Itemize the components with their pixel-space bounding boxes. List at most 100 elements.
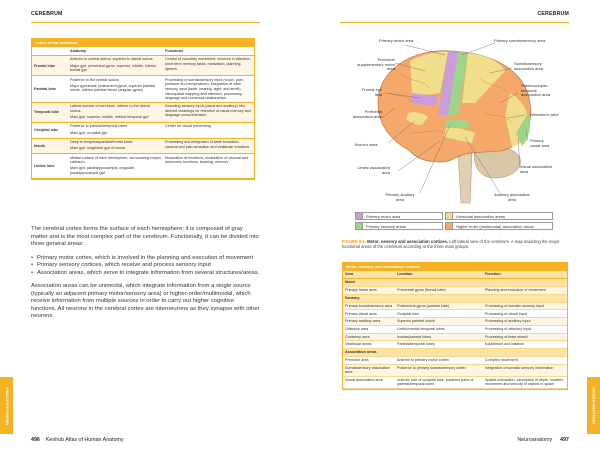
label-somatosensory-association: Somatosensory association area: [514, 61, 544, 71]
area-cell: Visual association area: [343, 376, 395, 389]
cortices-col-header: Function: [483, 270, 567, 280]
sulci-lines: [389, 72, 513, 134]
primary-auditory-region: [445, 119, 470, 129]
legend-swatch: [355, 212, 363, 220]
area-cell: Primary auditory area: [343, 317, 395, 326]
premotor-area-region: [410, 51, 448, 95]
cortices-col-header: Location: [395, 270, 483, 280]
brocas-area-region: [406, 112, 428, 125]
area-cell: Gustatory area: [343, 333, 395, 342]
function-cell: Integration of somatic sensory informati…: [483, 364, 567, 377]
auditory-association-region: [444, 127, 475, 143]
location-cell: Insular/parietal lobes: [395, 333, 483, 342]
table-section-row: Sensory: [343, 294, 567, 303]
side-tab-right: NEUROANATOMY: [587, 377, 600, 434]
lobe-name: Insula: [32, 138, 68, 155]
legend-item: Unimodal association areas: [445, 212, 553, 220]
figure-title: Motor, sensory and association cortices.: [367, 239, 449, 244]
anatomy-line: Deep to temporal/parietal/frontal lobes: [70, 140, 133, 145]
frontal-eye-field-region: [412, 93, 438, 105]
list-item: Association areas, which serve to integr…: [31, 270, 260, 278]
function-cell: Processing of olfactory input: [483, 325, 567, 334]
lobe-name: Parietal lobe: [32, 75, 68, 103]
page-number-right: 497: [560, 437, 569, 443]
location-cell: Posterior to primary somatosensory corte…: [395, 364, 483, 377]
page-number-left: 496: [31, 437, 40, 443]
legend-swatch: [445, 222, 453, 230]
area-cell: Olfactory area: [343, 325, 395, 334]
lobe-anatomy: Lateral surface of cerebrum, inferior to…: [68, 102, 163, 124]
area-cell: Premotor area: [343, 356, 395, 365]
label-frontal-eye-field: Frontal eye field: [361, 87, 382, 97]
label-limbic: Limbic association area: [357, 165, 390, 175]
function-cell: Processing of auditory input: [483, 317, 567, 326]
section-heading: Motor: [343, 278, 567, 288]
anatomy-line: Main gyri: parahipppocampal, cingulate, …: [70, 166, 136, 176]
area-cell: Somatosensory association area: [343, 364, 395, 377]
brainstem: [457, 152, 473, 204]
body-paragraph: Association areas can be unimodal, which…: [31, 283, 260, 319]
location-cell: Occipital lobe: [395, 309, 483, 319]
label-visual-association: Visual association area: [520, 164, 552, 174]
function-cell: Complex movement: [483, 356, 567, 365]
lobes-col-header: Functions: [163, 47, 254, 57]
primary-visual-region: [516, 113, 530, 146]
lobe-functions: Decoding sensory input (visual and audit…: [163, 102, 254, 124]
side-tab-label: NEUROANATOMY: [4, 386, 9, 425]
body-paragraph: The cerebral cortex forms the surface of…: [31, 226, 259, 247]
primary-somatosensory-region: [448, 52, 468, 115]
function-cell: Equilibrium and balance: [483, 340, 567, 349]
label-auditory-association: Auditory association area: [494, 192, 530, 202]
label-primary-motor: Primary motor area: [379, 38, 414, 43]
anatomy-line: Posterior to parietal/temporal lobes: [70, 124, 128, 129]
label-brocas-area: Broca's area: [355, 142, 378, 147]
header-rule-right: [340, 22, 569, 23]
header-rule-left: [31, 22, 260, 23]
somatosensory-association-region: [462, 53, 505, 103]
label-wernickes-area: Wernicke's area: [530, 112, 559, 117]
legend-label: Higher order (multimodal) association ar…: [453, 222, 553, 230]
body-text: The cerebral cortex forms the surface of…: [31, 226, 260, 327]
function-cell: Spatial orientation, perception of depth…: [483, 376, 567, 389]
location-cell: Precentral gyrus (frontal lobe): [395, 286, 483, 295]
legend-item: Primary sensory areas: [355, 222, 443, 230]
function-cell: Planning and execution of movement: [483, 286, 567, 295]
side-tab-left: NEUROANATOMY: [0, 377, 13, 434]
lobe-name: Limbic lobe: [32, 153, 68, 180]
list-item: Primary sensory cortices, which receive …: [31, 262, 260, 270]
cortices-col-header: Area: [343, 270, 395, 280]
location-cell: Postcentral gyrus (parietal lobe): [395, 302, 483, 311]
legend-label: Unimodal association areas: [453, 212, 553, 220]
section-heading: Association areas: [343, 348, 567, 357]
anatomy-line: Posterior to the central sulcus: [70, 77, 119, 82]
anatomy-line: Lateral surface of cerebrum, inferior to…: [70, 104, 150, 113]
figure-number: FIGURE 9.5.: [342, 239, 366, 244]
anatomy-line: Medial surface of each hemisphere, surro…: [70, 155, 162, 165]
lobes-table-title: Lobes of the cerebrum: [32, 39, 254, 48]
figure-caption-text: Left lateral view of the cerebrum. A map…: [342, 239, 560, 250]
lobe-functions: Processing and integration of taste sens…: [163, 138, 254, 155]
anatomy-line: Major gyri/areas: postcentral gyrus, sup…: [70, 83, 156, 93]
label-premotor: Premotor/ supplementary motor area: [357, 57, 395, 72]
page-header-right: CEREBRUM: [537, 11, 569, 17]
label-parietooccipitotemporal: Parietooccipito-temporal association are…: [521, 83, 551, 98]
area-cell: Vestibular areas: [343, 340, 395, 349]
cortex-area-list: Primary motor cortex, which is involved …: [31, 255, 260, 278]
lobes-col-header: [32, 47, 68, 57]
lobe-anatomy: Medial surface of each hemisphere, surro…: [68, 153, 163, 180]
legend-label: Primary motor area: [363, 212, 443, 220]
